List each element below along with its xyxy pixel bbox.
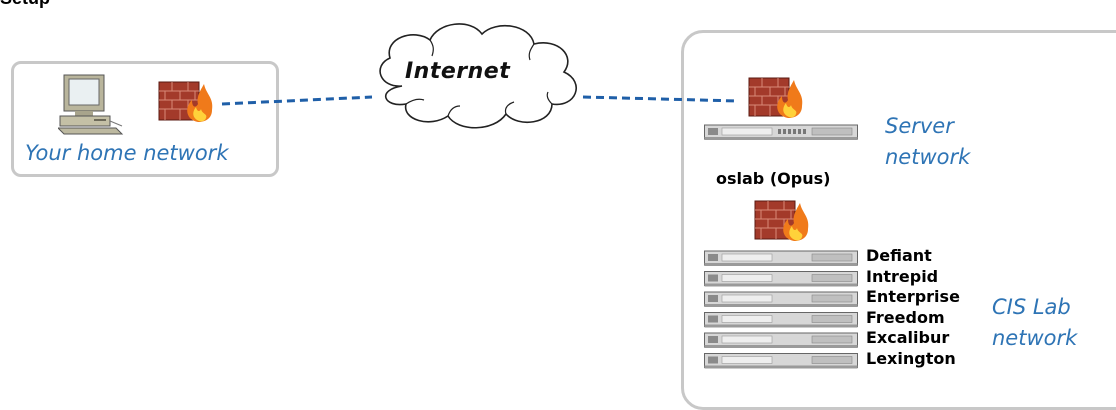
internet-label: Internet [405,59,511,84]
rack-unit [704,353,858,369]
host-name: Freedom [866,307,945,327]
host-name: Excalibur [866,328,950,347]
computer-icon [58,74,124,135]
server-network-label-line1: Server [885,114,954,138]
host-name: Enterprise [866,287,960,306]
home-firewall-icon [158,81,213,122]
host-name: Intrepid [866,266,939,286]
cis-lab-rack-stack-icon [704,250,858,369]
cis-lab-firewall-icon [754,200,809,241]
server-rack-icon [704,124,858,140]
cis-lab-host-list: Defiant Intrepid Enterprise Freedom Exca… [866,246,960,369]
server-firewall-icon [748,77,803,118]
diagram-title-fragment: Setup [0,0,50,9]
rack-unit [704,250,858,266]
rack-unit [704,332,858,348]
rack-unit [704,271,858,287]
cis-lab-label-line2: network [992,326,1078,350]
server-host-label: oslab (Opus) [716,169,831,188]
host-name: Lexington [866,348,956,368]
rack-unit [704,291,858,307]
internet-to-server-link [582,95,739,103]
rack-unit [704,312,858,328]
home-network-box [11,61,279,177]
internet-cloud-icon [379,23,577,129]
home-to-internet-link [221,95,373,106]
server-network-label-line2: network [885,145,971,169]
cis-lab-label-line1: CIS Lab [992,295,1071,319]
home-network-label: Your home network [25,141,229,165]
host-name: Defiant [866,246,932,265]
